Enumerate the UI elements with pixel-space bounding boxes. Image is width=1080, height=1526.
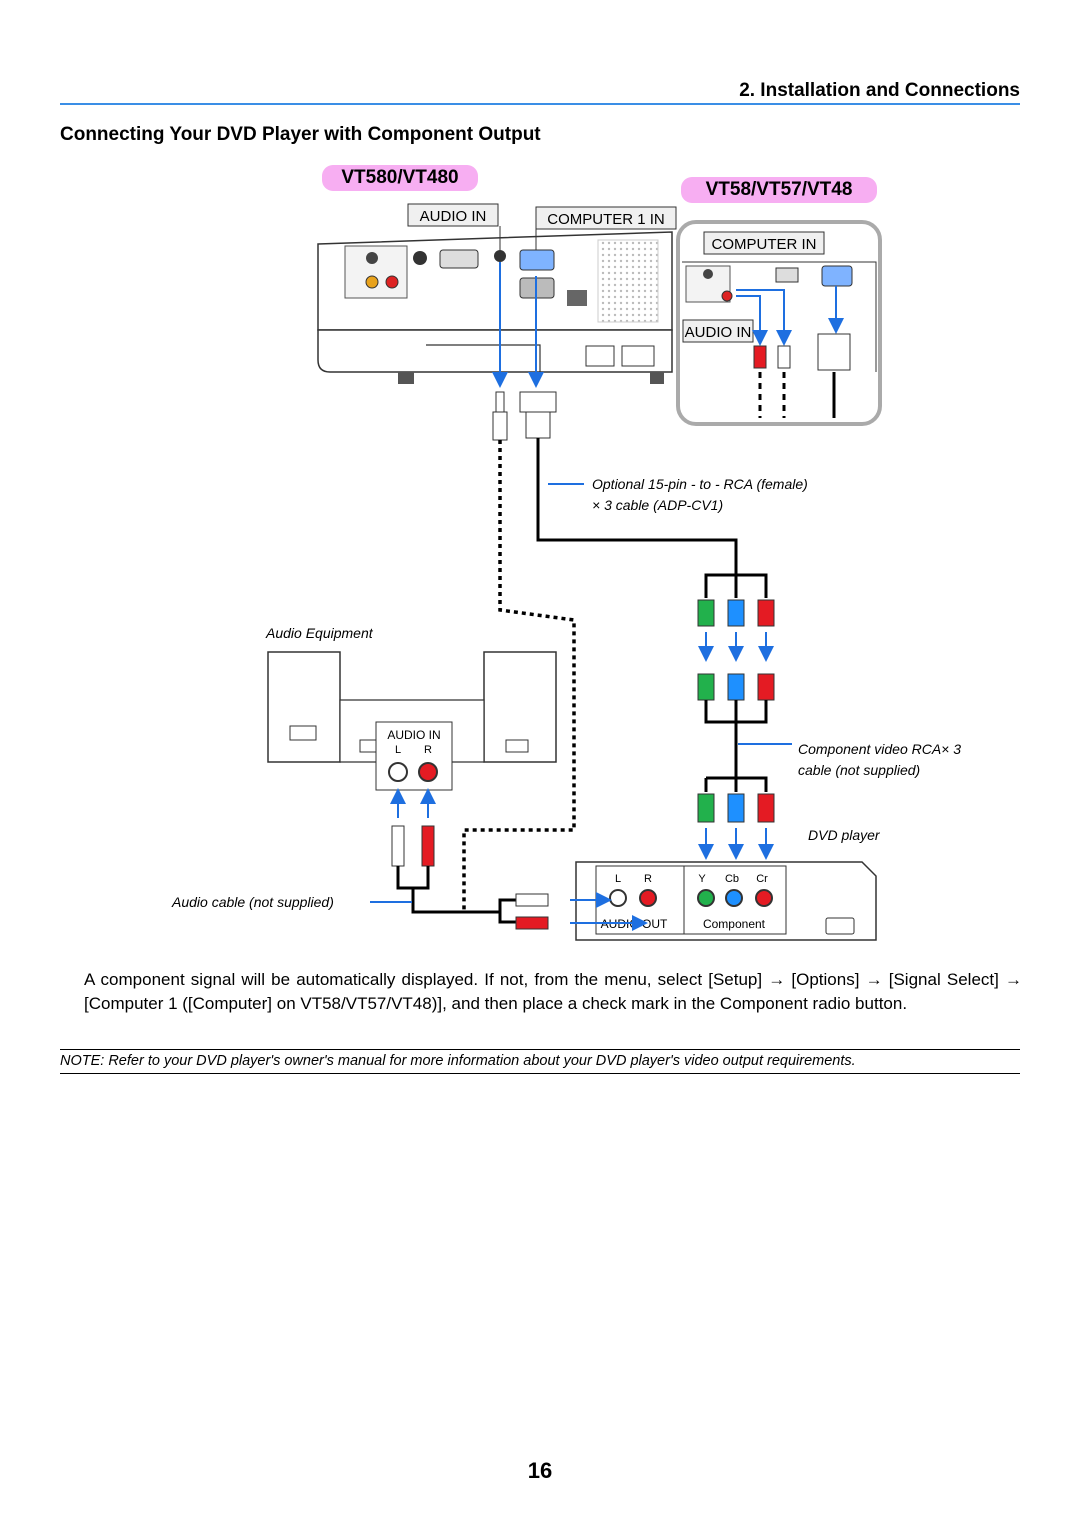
svg-text:R: R bbox=[424, 744, 432, 756]
projector-vt58-inset: COMPUTER IN AUDIO IN bbox=[676, 220, 882, 426]
rca-female-row bbox=[697, 599, 775, 627]
connection-diagram: AUDIO IN COMPUTER 1 IN COMPUTER IN AUDIO… bbox=[171, 203, 961, 941]
svg-text:AUDIO IN: AUDIO IN bbox=[387, 728, 440, 742]
mini-jack-plug bbox=[492, 391, 508, 441]
page-heading: Connecting Your DVD Player with Componen… bbox=[60, 124, 541, 145]
dvd-player: L R Y Cb Cr AUDIO OUT Component bbox=[575, 861, 877, 941]
body-paragraph: A component signal will be automatically… bbox=[84, 970, 1022, 1013]
label-dvd-player: DVD player bbox=[808, 827, 881, 843]
audio-equipment: AUDIO IN L R bbox=[267, 651, 557, 791]
callout-component-line1: Component video RCA× 3 bbox=[798, 741, 961, 757]
callout-component-line2: cable (not supplied) bbox=[798, 762, 920, 778]
svg-text:AUDIO IN: AUDIO IN bbox=[420, 208, 487, 225]
svg-text:R: R bbox=[644, 873, 652, 885]
label-audio-equipment: Audio Equipment bbox=[265, 625, 374, 641]
svg-text:Cr: Cr bbox=[756, 873, 768, 885]
audio-rca-plugs bbox=[391, 825, 435, 867]
note-rule-bottom bbox=[60, 1073, 1020, 1074]
svg-text:Y: Y bbox=[698, 873, 706, 885]
svg-text:Component: Component bbox=[703, 917, 766, 931]
rca-male-row-lower bbox=[697, 793, 775, 823]
callout-cable-line2: × 3 cable (ADP-CV1) bbox=[592, 497, 723, 513]
audio-cable-rca-dvd-end bbox=[515, 893, 549, 930]
svg-text:AUDIO IN: AUDIO IN bbox=[685, 324, 752, 341]
svg-text:L: L bbox=[615, 873, 621, 885]
svg-text:COMPUTER IN: COMPUTER IN bbox=[712, 236, 817, 253]
model-badge-vt580: VT580/VT480 bbox=[322, 165, 478, 191]
note-text: NOTE: Refer to your DVD player's owner's… bbox=[60, 1053, 856, 1069]
note-rule-top bbox=[60, 1049, 1020, 1050]
svg-text:COMPUTER 1 IN: COMPUTER 1 IN bbox=[547, 211, 665, 228]
vga-plug bbox=[519, 391, 557, 439]
header-rule bbox=[60, 103, 1020, 105]
svg-text:L: L bbox=[395, 744, 401, 756]
projector-vt580 bbox=[317, 231, 673, 384]
rca-male-row-upper bbox=[697, 673, 775, 701]
label-computer1-in: COMPUTER 1 IN bbox=[535, 206, 677, 230]
svg-text:Cb: Cb bbox=[725, 873, 739, 885]
label-audio-in-vt580: AUDIO IN bbox=[407, 203, 499, 227]
model-badge-vt58: VT58/VT57/VT48 bbox=[681, 177, 877, 203]
callout-cable-line1: Optional 15-pin - to - RCA (female) bbox=[592, 476, 808, 492]
section-title: 2. Installation and Connections bbox=[739, 80, 1020, 101]
label-audio-cable: Audio cable (not supplied) bbox=[171, 894, 334, 910]
page-number: 16 bbox=[527, 1458, 553, 1483]
